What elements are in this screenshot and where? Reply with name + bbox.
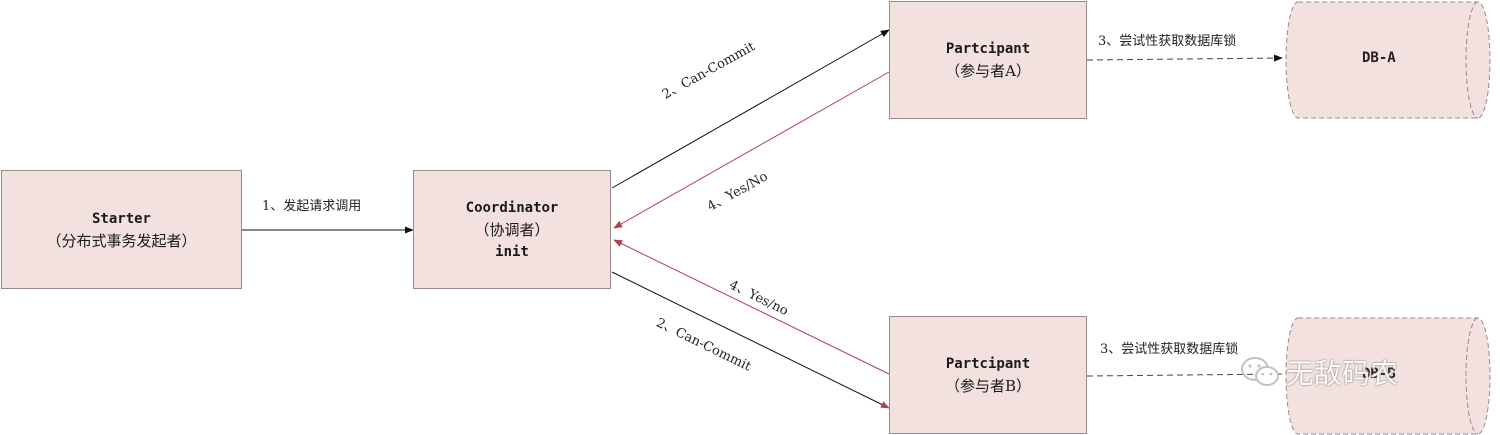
participant-a-node: Partcipant （参与者A） [889, 1, 1087, 119]
participant-b-subtitle: （参与者B） [944, 377, 1032, 395]
participant-b-node: Partcipant （参与者B） [889, 316, 1087, 434]
coordinator-node: Coordinator （协调者） init [413, 170, 611, 289]
db-b-cylinder [1285, 317, 1491, 435]
db-b-label: DB-B [1362, 366, 1396, 382]
starter-node: Starter （分布式事务发起者） [1, 170, 242, 289]
coordinator-state: init [495, 243, 529, 260]
arrow-can-commit-a [611, 29, 890, 189]
label-lock-a: 3、尝试性获取数据库锁 [1098, 34, 1237, 49]
label-lock-b: 3、尝试性获取数据库锁 [1100, 342, 1239, 357]
participant-b-title: Partcipant [945, 356, 1031, 372]
coordinator-title: Coordinator [465, 199, 559, 216]
watermark: 无敌码农 [1240, 352, 1398, 392]
db-a-cylinder [1285, 1, 1491, 119]
participant-a-subtitle: （参与者A） [945, 62, 1031, 80]
db-a-label: DB-A [1362, 50, 1396, 66]
participant-a-title: Partcipant [945, 41, 1031, 57]
arrow-lock-a [1086, 54, 1283, 62]
starter-title: Starter [91, 210, 151, 227]
watermark-text: 无敌码农 [1286, 357, 1399, 390]
starter-subtitle: （分布式事务发起者） [46, 231, 197, 250]
arrow-reply-a [613, 71, 890, 229]
arrow-can-commit-b [611, 271, 890, 409]
arrow-lock-b [1086, 373, 1283, 377]
label-start-call: 1、发起请求调用 [262, 199, 362, 214]
arrow-reply-b [613, 239, 890, 375]
wechat-icon [1241, 357, 1279, 386]
coordinator-subtitle: （协调者） [474, 220, 550, 239]
